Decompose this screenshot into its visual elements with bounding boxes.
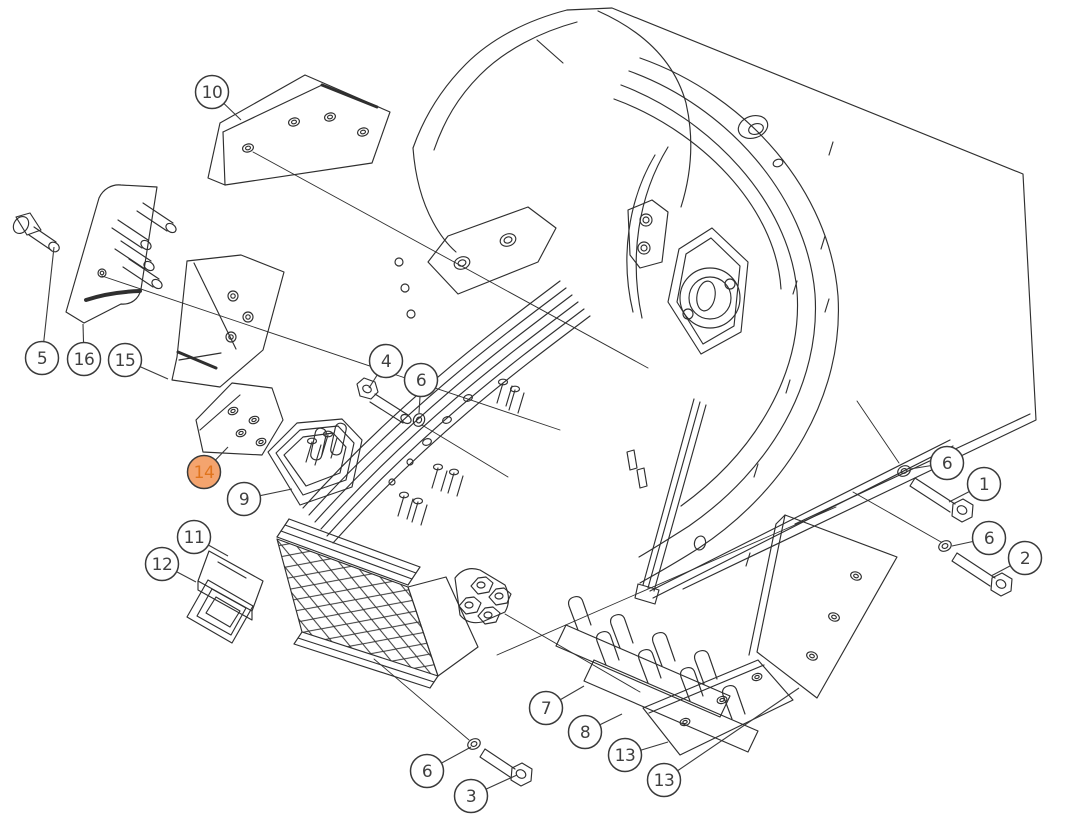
balloon-circle[interactable] [528,690,564,726]
bolt-1-washer [896,464,973,522]
balloon-circle[interactable] [409,753,445,789]
balloon-14-highlighted[interactable]: 14 [186,454,222,490]
line-art [10,8,1036,786]
balloon-6[interactable]: 6 [929,445,965,481]
balloon-13[interactable]: 13 [607,737,643,773]
balloon-circle[interactable] [403,362,439,398]
balloon-6[interactable]: 6 [409,753,445,789]
comb-plate-8 [584,632,758,752]
balloon-number: 11 [184,528,205,548]
balloon-number: 3 [466,787,476,807]
pin-plate [66,185,178,323]
balloon-5[interactable]: 5 [24,340,60,376]
balloon-number: 8 [580,723,590,743]
balloon-circle[interactable] [646,762,682,798]
balloon-circle[interactable] [966,466,1002,502]
balloon-number: 2 [1020,549,1030,569]
bolt-5 [10,213,61,254]
swing-jaw-laminations [303,281,590,543]
balloon-leader-lines [41,91,1026,797]
balloon-4[interactable]: 4 [368,343,404,379]
balloon-number: 10 [202,83,223,103]
toe-plate [268,419,362,505]
pitman-arm [413,10,691,252]
balloon-circle[interactable] [567,714,603,750]
balloon-number: 6 [984,529,994,549]
balloon-circle[interactable] [929,445,965,481]
liner-plates [187,551,263,643]
balloon-9[interactable]: 9 [226,481,262,517]
balloon-number: 12 [152,555,173,575]
balloon-circle[interactable] [176,519,212,555]
balloon-number: 6 [942,454,952,474]
balloon-16[interactable]: 16 [66,341,102,377]
balloon-number: 5 [37,349,47,369]
balloon-circle[interactable] [144,546,180,582]
balloon-number: 13 [654,771,675,791]
side-panel [567,8,1036,589]
balloon-circle[interactable] [66,341,102,377]
balloon-6[interactable]: 6 [971,520,1007,556]
mounting-bracket [208,75,390,185]
balloon-circle[interactable] [226,481,262,517]
balloon-15[interactable]: 15 [107,342,143,378]
balloon-13[interactable]: 13 [646,762,682,798]
pitman-frame [395,207,556,318]
comb-plate-7 [556,597,730,717]
assembly-lines [102,152,941,740]
bolt-4-washer [357,378,427,428]
balloon-circle[interactable] [453,778,489,814]
balloon-circle[interactable] [607,737,643,773]
balloon-7[interactable]: 7 [528,690,564,726]
balloon-number: 7 [541,699,551,719]
balloon-11[interactable]: 11 [176,519,212,555]
balloon-2[interactable]: 2 [1007,540,1043,576]
balloon-number: 16 [74,350,95,370]
balloon-number: 6 [416,371,426,391]
balloon-6[interactable]: 6 [403,362,439,398]
bearing-housing [627,147,748,354]
balloon-circle-highlighted[interactable] [186,454,222,490]
balloon-circle[interactable] [107,342,143,378]
balloon-12[interactable]: 12 [144,546,180,582]
jaw-band-pins [306,379,524,525]
balloon-8[interactable]: 8 [567,714,603,750]
balloon-number: 6 [422,762,432,782]
balloon-1[interactable]: 1 [966,466,1002,502]
cheek-plate-right [749,515,897,698]
balloon-number: 1 [979,475,989,495]
balloon-3[interactable]: 3 [453,778,489,814]
angle-plate [172,255,284,387]
balloon-number: 9 [239,490,249,510]
shim-block [196,383,283,455]
balloon-circle[interactable] [194,74,230,110]
wedge-bars [635,399,953,604]
balloon-number: 13 [615,746,636,766]
jaw-cheek-curves [614,58,838,583]
balloon-leader-5 [41,246,55,359]
balloon-number: 14 [194,463,215,483]
cheek-plate-lower [643,660,793,755]
bolt-2-washer [937,539,1012,596]
balloon-circle[interactable] [971,520,1007,556]
balloon-circle[interactable] [1007,540,1043,576]
balloon-circle[interactable] [368,343,404,379]
balloon-circle[interactable] [24,340,60,376]
balloon-number: 4 [381,352,391,372]
balloon-10[interactable]: 10 [194,74,230,110]
balloon-leader-13 [663,687,800,781]
bolt-3-washer [466,737,532,786]
balloon-number: 15 [115,351,136,371]
jaw-die [277,519,511,688]
